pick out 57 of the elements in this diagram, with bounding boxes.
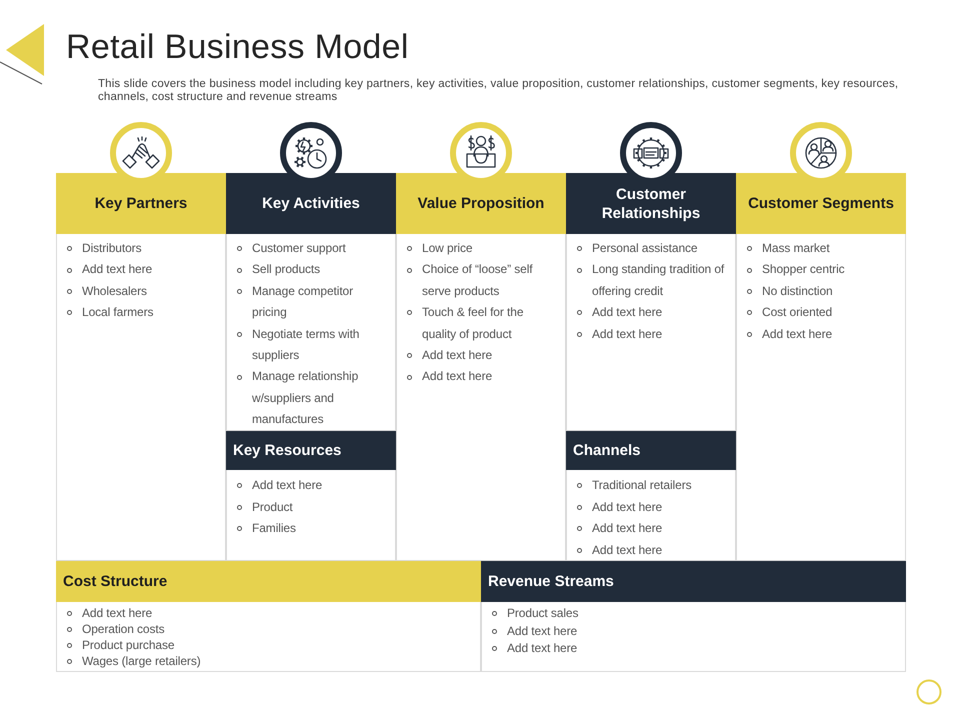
section-header: Key Activities <box>226 173 396 234</box>
canvas-section <box>226 431 396 561</box>
list-item: Add text here <box>405 345 558 366</box>
list-item: Traditional retailers <box>575 475 728 496</box>
list-item: Shopper centric <box>745 259 898 281</box>
list-item: Personal assistance <box>575 238 728 260</box>
list-item: Product <box>235 496 388 518</box>
list-item: Add text here <box>575 540 728 561</box>
list-item: Product purchase <box>65 637 473 653</box>
list-item: Add text here <box>575 496 728 518</box>
list-item: Families <box>235 518 388 540</box>
list-item: Add text here <box>575 302 728 324</box>
list-item: Long standing tradition of offering credit <box>575 259 728 302</box>
section-header: Customer Relationships <box>566 173 736 234</box>
canvas-section <box>226 173 396 431</box>
slide-title: Retail Business Model <box>66 27 409 67</box>
section-header: Channels <box>566 431 736 470</box>
list-item: Low price <box>405 238 558 260</box>
list-item: Add text here <box>745 324 898 346</box>
list-item: Add text here <box>575 324 728 346</box>
list-item: Manage relationship w/suppliers and manufactures <box>235 366 388 431</box>
list-item: Add text here <box>65 259 218 281</box>
canvas-section <box>481 561 906 672</box>
list-item: Customer support <box>235 238 388 260</box>
list-item: Add text here <box>490 622 898 640</box>
slide-description: This slide covers the business model including key partners, key activities, value proposition, customer relationships, customer segments, key resources, channels, cost structure and revenue streams <box>98 78 900 104</box>
list-item: Mass market <box>745 238 898 260</box>
list-item: No distinction <box>745 280 898 302</box>
list-item: Sell products <box>235 259 388 281</box>
list-item: Manage competitor pricing <box>235 280 388 324</box>
list-item: Choice of “loose” self serve products <box>405 259 558 302</box>
section-header: Cost Structure <box>56 561 481 602</box>
list-item: Add text here <box>575 518 728 540</box>
list-item: Operation costs <box>65 621 473 637</box>
list-item: Add text here <box>490 640 898 658</box>
section-header: Customer Segments <box>736 173 906 234</box>
section-header: Key Resources <box>226 431 396 470</box>
list-item: Cost oriented <box>745 302 898 324</box>
canvas-section <box>736 173 906 561</box>
list-item: Touch & feel for the quality of product <box>405 302 558 346</box>
canvas-section <box>566 173 736 431</box>
list-item: Add text here <box>65 605 473 621</box>
section-header: Key Partners <box>56 173 226 234</box>
list-item: Add text here <box>405 366 558 388</box>
list-item: Wholesalers <box>65 280 218 302</box>
list-item: Distributors <box>65 238 218 260</box>
list-item: Local farmers <box>65 302 218 324</box>
canvas-section <box>56 173 226 561</box>
list-item: Add text here <box>235 475 388 496</box>
section-header: Revenue Streams <box>481 561 906 602</box>
canvas-section <box>56 561 481 672</box>
list-item: Product sales <box>490 605 898 622</box>
canvas-section <box>396 173 566 561</box>
list-item: Negotiate terms with suppliers <box>235 324 388 366</box>
canvas-section <box>566 431 736 561</box>
list-item: Wages (large retailers) <box>65 653 473 669</box>
section-header: Value Proposition <box>396 173 566 234</box>
